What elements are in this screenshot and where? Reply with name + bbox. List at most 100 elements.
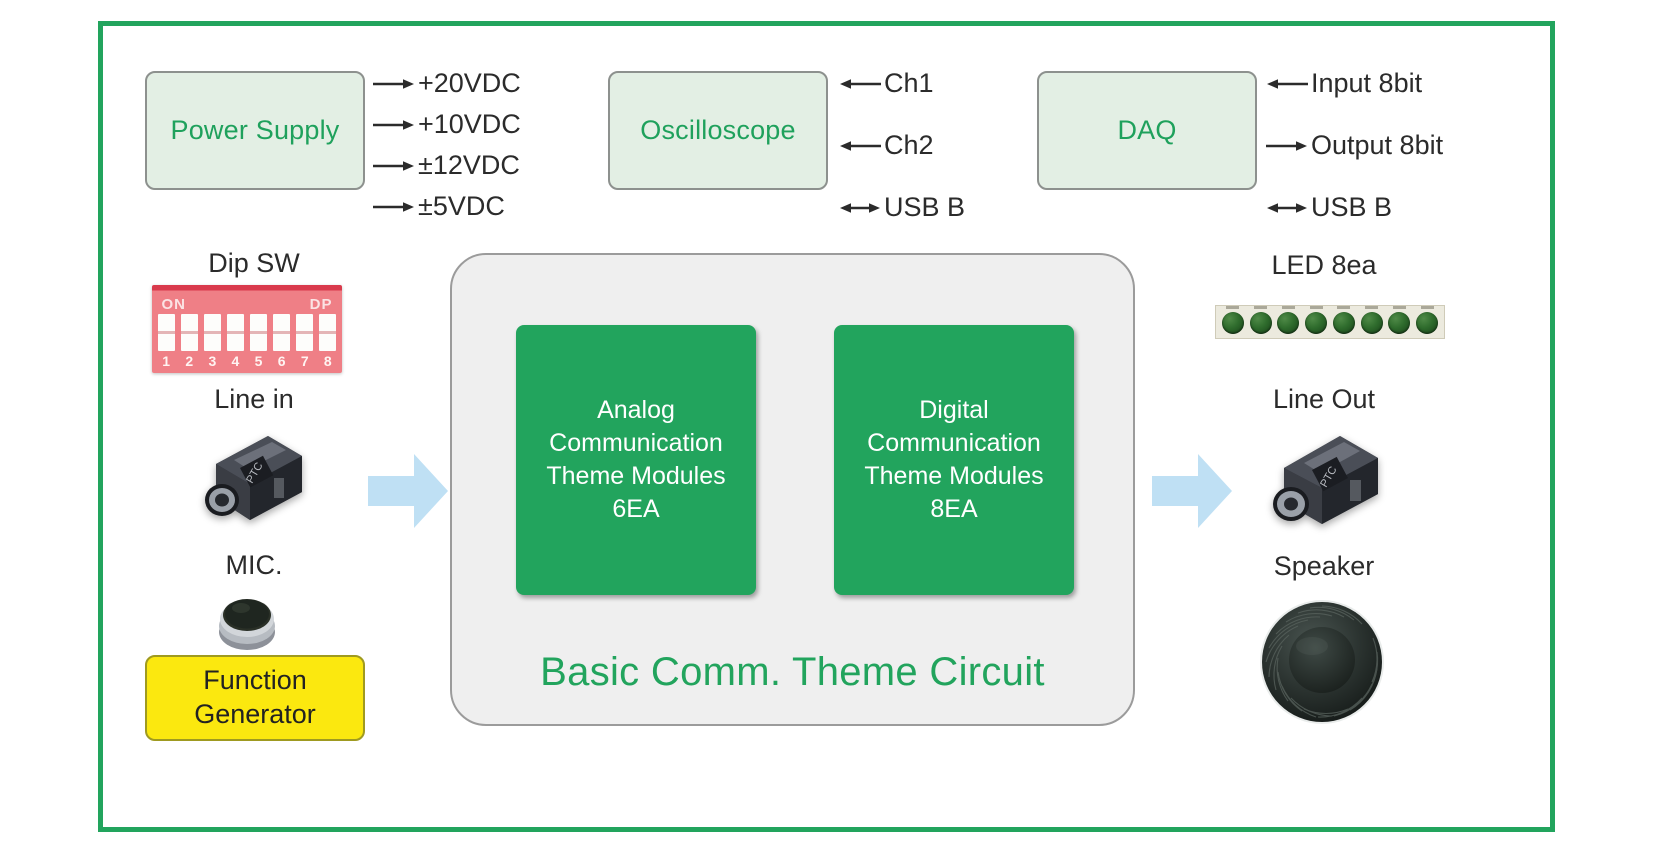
- input-label-line-in: Line in: [214, 384, 294, 414]
- led-tick: [1226, 306, 1240, 309]
- signal-row: Output 8bit: [1265, 132, 1443, 159]
- arrow-bidirectional-icon: [838, 200, 882, 216]
- instrument-box-power-supply[interactable]: Power Supply: [145, 71, 365, 190]
- instrument-box-oscilloscope[interactable]: Oscilloscope: [608, 71, 828, 190]
- dip-switch-number: 8: [323, 352, 332, 369]
- signal-list-daq: Input 8bit Output 8bit USB B: [1265, 70, 1443, 221]
- signal-label: USB B: [1311, 192, 1393, 222]
- dip-switch-number: 3: [208, 352, 217, 369]
- audio-jack-line-in-icon: PTC: [186, 420, 306, 530]
- diagram-outer-border: [98, 21, 1555, 832]
- instrument-label-oscilloscope: Oscilloscope: [640, 115, 796, 145]
- led-indicator: [1277, 312, 1300, 334]
- input-label-dip-sw: Dip SW: [208, 248, 300, 278]
- led-indicator: [1416, 312, 1439, 334]
- module-line3: Theme Modules: [864, 462, 1044, 490]
- signal-label: +20VDC: [418, 68, 521, 98]
- signal-row: USB B: [838, 194, 965, 221]
- arrow-right-icon: [372, 199, 416, 215]
- dip-switch-actuator: [250, 314, 268, 351]
- led-unit: [1332, 306, 1355, 336]
- led-indicator: [1332, 312, 1355, 334]
- dip-switch-actuator: [157, 314, 175, 351]
- signal-row: Ch2: [838, 132, 965, 159]
- signal-row: +10VDC: [372, 111, 521, 138]
- led-unit: [1416, 306, 1439, 336]
- output-label-speaker: Speaker: [1273, 551, 1375, 581]
- dip-switch-dp-label: DP: [309, 296, 333, 314]
- led-indicator: [1221, 312, 1244, 334]
- signal-list-power-supply: +20VDC +10VDC ±12VDC ±5VDC: [372, 70, 521, 220]
- output-label-led: LED 8ea: [1271, 250, 1377, 280]
- dip-switch-actuator: [296, 314, 314, 351]
- flow-arrow-output-icon: [1150, 450, 1234, 532]
- flow-arrow-input-icon: [366, 450, 450, 532]
- dip-switch-numbers: 1 2 3 4 5 6 7 8: [158, 350, 337, 371]
- arrow-bidirectional-icon: [1265, 200, 1309, 216]
- function-generator-line2: Generator: [194, 699, 316, 729]
- led-tick: [1281, 306, 1295, 309]
- dip-switch-actuator: [226, 314, 244, 351]
- basic-comm-theme-circuit-panel: Analog Communication Theme Modules 6EA D…: [450, 253, 1135, 726]
- module-line2: Communication: [549, 429, 723, 457]
- speaker-icon: [1258, 598, 1386, 731]
- dip-switch-actuators: [157, 314, 337, 351]
- led-indicator: [1305, 312, 1328, 334]
- led-unit: [1305, 306, 1328, 336]
- led-tick: [1254, 306, 1268, 309]
- instrument-label-power-supply: Power Supply: [170, 115, 340, 145]
- dip-switch-number: 7: [300, 352, 309, 369]
- signal-label: Input 8bit: [1311, 68, 1423, 98]
- function-generator-box[interactable]: Function Generator: [145, 655, 365, 741]
- module-analog-communication[interactable]: Analog Communication Theme Modules 6EA: [516, 325, 756, 595]
- signal-list-oscilloscope: Ch1 Ch2 USB B: [838, 70, 965, 221]
- led-tick: [1337, 306, 1351, 309]
- microphone-icon: [211, 586, 283, 659]
- led-tick: [1420, 306, 1434, 309]
- instrument-label-daq: DAQ: [1117, 115, 1177, 145]
- dip-switch-actuator: [180, 314, 198, 351]
- module-line1: Digital: [919, 396, 989, 424]
- module-line4: 8EA: [930, 495, 978, 523]
- signal-label: +10VDC: [418, 109, 521, 139]
- signal-row: USB B: [1265, 194, 1443, 221]
- audio-jack-line-out-icon: PTC: [1254, 420, 1384, 532]
- module-digital-communication[interactable]: Digital Communication Theme Modules 8EA: [834, 325, 1074, 595]
- dip-switch-actuator: [203, 314, 221, 351]
- led-indicator: [1249, 312, 1272, 334]
- signal-label: Ch2: [884, 130, 934, 160]
- module-line1: Analog: [597, 396, 675, 424]
- led-strip-icon: [1215, 305, 1445, 339]
- dip-switch-actuator: [319, 314, 337, 351]
- led-unit: [1221, 306, 1244, 336]
- signal-label: Output 8bit: [1311, 130, 1444, 160]
- led-indicator: [1388, 312, 1411, 334]
- arrow-right-icon: [372, 76, 416, 92]
- led-tick: [1309, 306, 1323, 309]
- arrow-right-icon: [1265, 138, 1309, 154]
- signal-label: USB B: [884, 192, 966, 222]
- module-line3: Theme Modules: [546, 462, 726, 490]
- arrow-right-icon: [372, 117, 416, 133]
- panel-title: Basic Comm. Theme Circuit: [540, 650, 1045, 694]
- signal-label: ±12VDC: [418, 150, 520, 180]
- led-tick: [1392, 306, 1406, 309]
- module-line2: Communication: [867, 429, 1041, 457]
- signal-row: ±12VDC: [372, 152, 521, 179]
- led-unit: [1388, 306, 1411, 336]
- signal-label: ±5VDC: [418, 191, 505, 221]
- dip-switch-on-label: ON: [161, 296, 186, 314]
- led-unit: [1277, 306, 1300, 336]
- arrow-left-icon: [1265, 76, 1309, 92]
- dip-switch-number: 5: [254, 352, 263, 369]
- instrument-box-daq[interactable]: DAQ: [1037, 71, 1257, 190]
- signal-row: Ch1: [838, 70, 965, 97]
- dip-switch-number: 1: [162, 352, 171, 369]
- input-label-mic: MIC.: [225, 550, 283, 580]
- led-indicator: [1360, 312, 1383, 334]
- dip-switch-actuator: [273, 314, 291, 351]
- dip-switch-icon: ON DP 1 2 3 4 5 6 7 8: [152, 285, 342, 373]
- function-generator-line1: Function: [203, 665, 307, 696]
- signal-row: +20VDC: [372, 70, 521, 97]
